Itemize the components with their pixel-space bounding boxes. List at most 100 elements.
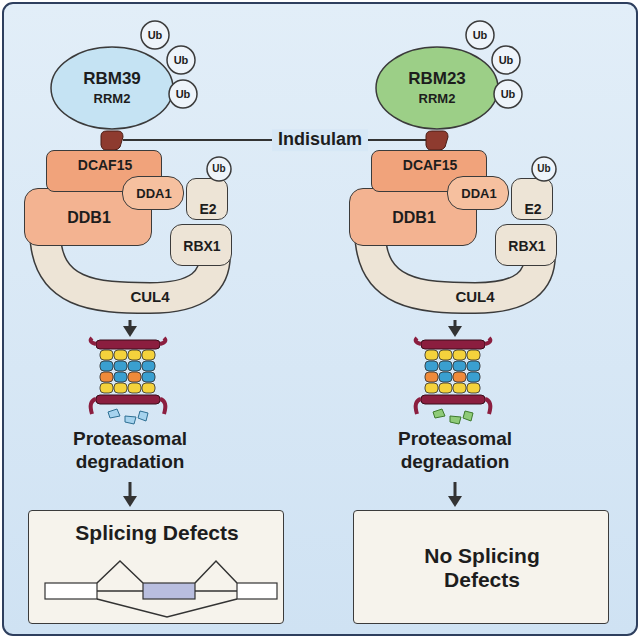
proteasome-subunit [439,383,452,393]
ubiquitin-circle: Ub [491,45,521,75]
node-label: Ub [537,163,550,175]
proteasome-subunit [439,361,452,371]
node-label: Ub [212,163,225,175]
node-label: RRM2 [94,92,131,107]
proteasome-subunit [128,383,141,393]
text-area: Ub [206,156,232,182]
text-area: RBX1 [496,225,558,267]
node-outline [51,47,173,129]
ring-box: RBX1 [170,224,232,266]
proteasome-subunit [128,361,141,371]
arrow-head [123,496,137,507]
text-area: DDA1 [123,177,185,211]
proteasome-subunit [453,383,466,393]
proteasome-cap [421,395,485,404]
adaptor-box: DDA1 [122,176,184,210]
flow-arrow [454,482,457,497]
proteasome-subunit [128,372,141,382]
text-area: E2 [187,179,229,221]
background-panel [3,3,637,635]
proteasome-subunit [453,361,466,371]
outcome-label: Proteasomal degradation [45,428,215,474]
node-label: Ub [174,54,189,67]
proteasome-subunit [425,350,438,360]
text-area: Ub [531,156,557,182]
proteasome-subunit [100,372,113,382]
proteasome [91,338,166,424]
node-label: Splicing Defects [75,521,238,545]
node-label: RBX1 [183,238,220,254]
text-area: E2 [512,179,554,221]
proteasome-subunit [114,383,127,393]
text-area: Ub [166,45,196,75]
node-label: CUL4 [455,288,494,305]
text-area: Ub [491,45,521,75]
text-area: RBM39RRM2 [50,46,174,130]
proteasome-subunit [453,350,466,360]
arrow-head [448,496,462,507]
drug-molecule [426,131,448,150]
proteasome-subunit [114,361,127,371]
proteasome-subunit [142,350,155,360]
node-label: DCAF15 [78,157,132,173]
node-outline [466,21,494,49]
band-fill [370,230,540,298]
outcome-label: Proteasomal degradation [370,428,540,474]
text-area: Ub [168,79,198,109]
text-area: CUL4 [110,284,190,310]
proteasome [416,338,491,424]
node-outline [492,46,520,74]
proteasome-subunit [128,350,141,360]
proteasome-subunit [100,361,113,371]
proteasome-subunit [467,383,480,393]
peptide-fragment [125,416,136,424]
proteasome-cap [96,395,160,404]
outcome-box: Splicing Defects [28,510,284,624]
proteasome-cap [96,340,160,349]
node-outline [207,157,231,181]
ubiquitin-circle: Ub [531,156,557,182]
exon-box [143,583,195,599]
proteasome-subunit [439,372,452,382]
node-label: Ub [473,29,488,42]
ubiquitin-circle: Ub [166,45,196,75]
enzyme-box: E2 [186,178,228,220]
node-label: RRM2 [419,92,456,107]
peptide-fragment [108,409,120,418]
proteasome-subunit [467,372,480,382]
peptide-fragment [138,411,148,421]
band-outline [370,230,540,298]
substrate-protein: RBM39RRM2 [50,46,174,130]
node-outline [167,46,195,74]
arrow-head [123,326,137,337]
drug-molecule [101,131,123,150]
proteasome-subunit [142,372,155,382]
proteasome-cap [91,338,96,344]
node-label: RBM23 [408,69,466,89]
node-outline [141,21,169,49]
exon-box [237,583,277,599]
proteasome-subunit [467,350,480,360]
proteasome-cap [160,338,165,344]
proteasome-cap [416,338,421,344]
proteasome-cap [485,338,490,344]
ubiquitin-circle: Ub [140,20,170,50]
node-label: DDB1 [392,209,436,227]
proteasome-cap [421,340,485,349]
exon-box [45,583,97,599]
node-label: Ub [148,29,163,42]
proteasome-cap [91,399,96,414]
node-label: E2 [199,201,216,217]
node-shape [50,46,174,130]
node-label: E2 [524,201,541,217]
node-outline [376,47,498,129]
node-outline [532,157,556,181]
proteasome-subunit [425,372,438,382]
node-outline [169,80,197,108]
flow-arrow [129,320,132,327]
flow-arrow [129,482,132,497]
proteasome-cap [416,399,421,414]
text-area: Ub [140,20,170,50]
ubiquitin-circle: Ub [493,79,523,109]
